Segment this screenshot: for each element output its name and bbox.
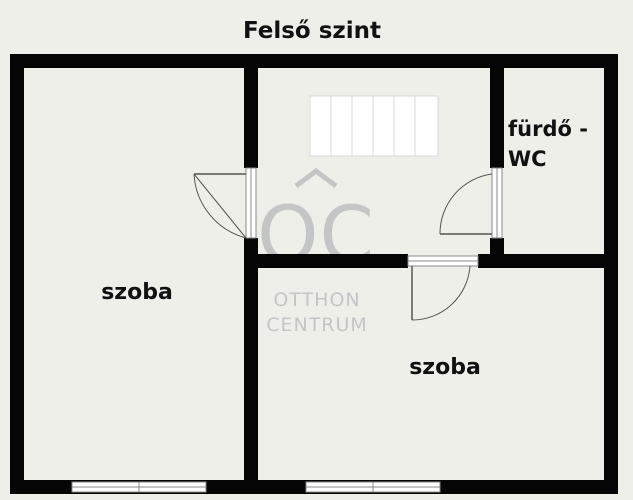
window-left: [71, 481, 207, 493]
room-label-bathroom-line2: WC: [508, 147, 547, 171]
interior-wall-horizontal-left: [244, 254, 408, 268]
interior-wall-bath-upper: [490, 68, 504, 168]
room-label-bathroom-line1: fürdő -: [508, 117, 588, 141]
door-lower-room: [407, 255, 479, 321]
outer-wall-right: [604, 54, 618, 494]
watermark-line1: OTTHON: [273, 289, 360, 311]
room-label-left: szoba: [101, 280, 173, 305]
lower-right-room-floor: [258, 268, 604, 480]
left-room-floor: [24, 68, 244, 480]
roof-icon: [294, 167, 338, 188]
staircase-outline: [309, 95, 439, 157]
interior-wall-left-upper: [244, 68, 258, 168]
window-right: [305, 481, 441, 493]
room-floors: [24, 68, 604, 480]
interior-wall-horizontal-right: [478, 254, 618, 268]
room-label-lower-right: szoba: [409, 355, 481, 380]
outer-wall-top: [10, 54, 618, 68]
bathroom-floor: [504, 68, 604, 254]
door-left-room: [193, 167, 257, 239]
windows: [71, 481, 441, 493]
interior-wall-left-lower: [244, 238, 258, 480]
floor-title: Felső szint: [243, 18, 381, 44]
watermark-line2: CENTRUM: [266, 314, 368, 336]
doors: [193, 167, 503, 321]
staircase: [309, 95, 439, 157]
door-bathroom: [439, 167, 503, 239]
outer-wall-left: [10, 54, 24, 494]
